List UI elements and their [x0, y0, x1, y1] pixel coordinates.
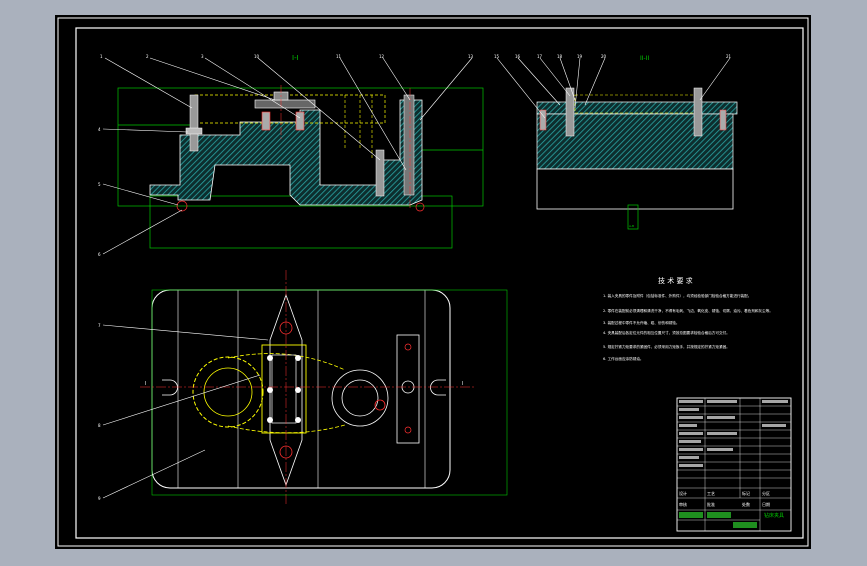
- title-block-fills: [679, 400, 788, 467]
- fixture-body-section: [149, 99, 423, 206]
- tb-label-7: 日期: [762, 501, 770, 507]
- tb-label-0: 设计: [679, 490, 687, 496]
- workpiece-big-end: [192, 356, 264, 428]
- front-leaders: [102, 57, 473, 255]
- side-pin-left: [539, 109, 547, 131]
- slot-right: [430, 379, 446, 396]
- callout-15: 15: [494, 54, 500, 59]
- side-tag: A-B: [629, 224, 634, 228]
- outer-frame: [57, 17, 809, 547]
- tech-item-6: 6. 工作台面应涂防锈油。: [603, 356, 644, 361]
- side-pin-right: [719, 109, 727, 131]
- block-bolt-2: [295, 355, 301, 361]
- technical-requirements: 技 术 要 求 1. 装入夹具的零件及附件（包括标准件、外购件），均须经检验部门…: [603, 276, 773, 361]
- locator-right: [415, 202, 425, 212]
- plan-view: I I 7 8 9: [98, 270, 508, 505]
- bolt-left-head: [185, 127, 203, 135]
- side-view-label: II-II: [640, 55, 649, 62]
- inner-frame: [75, 27, 804, 539]
- side-hidden-plate: [574, 94, 696, 114]
- block-bolt-1: [267, 355, 273, 361]
- tb-label-6: 分区: [762, 490, 770, 496]
- callout-2: 2: [146, 54, 149, 59]
- tb-label-2: 工艺: [707, 491, 715, 496]
- front-callout-numbers: 1 2 3 10 11 12 13 4 5 6: [98, 54, 474, 257]
- tb-label-3: 批准: [707, 501, 715, 507]
- tech-item-3: 3. 装配过程中零件不允许磕、碰、划伤和锈蚀。: [603, 320, 679, 325]
- tech-item-4: 4. 夹具装配后各定位元件的相互位置尺寸，须按总图要求检验合格后方可交付。: [603, 330, 730, 335]
- tech-item-5: 5. 规定拧紧力矩要求的紧固件，必须采用力矩扳手，并按规定的拧紧力矩紧固。: [603, 344, 730, 349]
- callout-10: 10: [254, 54, 260, 59]
- callout-7: 7: [98, 323, 101, 328]
- front-dimension-box: [117, 87, 484, 207]
- side-bolt-left: [565, 87, 575, 137]
- clamp-bar: [254, 99, 316, 109]
- title-block-frame: [676, 397, 792, 532]
- section-mark-left: I: [145, 381, 146, 387]
- callout-18: 18: [557, 54, 563, 59]
- section-mark-right: I: [462, 381, 463, 387]
- callout-1: 1: [100, 54, 103, 59]
- plan-leaders: [102, 324, 269, 499]
- callout-21: 21: [726, 54, 732, 59]
- side-callout-numbers: 15 16 17 18 19 20 21: [494, 54, 732, 59]
- front-view-label: I-I: [292, 54, 299, 62]
- callout-6: 6: [98, 252, 101, 257]
- bushing-right: [295, 111, 305, 131]
- callout-20: 20: [601, 54, 607, 59]
- callout-13: 13: [468, 54, 474, 59]
- callout-16: 16: [515, 54, 521, 59]
- side-section-view: II-II A-B 15 16 17 18 19 20 21: [494, 54, 738, 230]
- plan-dimension-box: [151, 289, 508, 496]
- callout-12: 12: [379, 54, 385, 59]
- bolt-left: [189, 94, 199, 152]
- central-block: [261, 344, 307, 434]
- callout-17: 17: [537, 54, 543, 59]
- title-block-rows: [677, 398, 791, 531]
- block-bolt-4: [295, 387, 301, 393]
- bolt-right: [375, 149, 385, 197]
- plan-callout-numbers: 7 8 9: [98, 323, 101, 501]
- tb-label-4: 标记: [742, 490, 750, 496]
- callout-3: 3: [201, 54, 204, 59]
- bushing-left: [261, 111, 271, 131]
- title-block-green: [679, 512, 757, 528]
- bolt-clamp: [403, 94, 415, 196]
- workpiece-small-end: [331, 369, 389, 427]
- slot-left: [162, 379, 178, 396]
- strip-hole-1: [404, 343, 412, 351]
- tech-title: 技 术 要 求: [658, 276, 693, 285]
- callout-19: 19: [577, 54, 583, 59]
- side-strip: [396, 334, 420, 444]
- workpiece-small-bore: [341, 379, 379, 417]
- tb-label-1: 审核: [679, 501, 687, 507]
- block-bolt-5: [267, 417, 273, 423]
- tb-label-5: 处数: [742, 501, 750, 507]
- title-block-labels: 设计 审核 工艺 批准 标记 处数 分区 日期: [679, 490, 770, 507]
- side-leaders: [496, 57, 731, 119]
- workpiece-big-bore: [203, 367, 253, 417]
- callout-11: 11: [336, 54, 342, 59]
- block-bolt-3: [267, 387, 273, 393]
- front-section-view: I-I: [98, 54, 484, 257]
- side-bolt-right: [693, 87, 703, 137]
- drawing-title: 钻床夹具: [764, 512, 784, 519]
- side-lower-block: [536, 168, 734, 210]
- block-bolt-6: [295, 417, 301, 423]
- clamp-hole-small: [374, 399, 386, 411]
- callout-5: 5: [98, 182, 101, 187]
- callout-4: 4: [98, 127, 101, 132]
- callout-9: 9: [98, 496, 101, 501]
- tech-item-1: 1. 装入夹具的零件及附件（包括标准件、外购件），均须经检验部门检验合格方能进行…: [603, 293, 751, 298]
- locator-left: [176, 200, 188, 212]
- side-foot-marker: [627, 204, 639, 230]
- title-block: 设计 审核 工艺 批准 标记 处数 分区 日期 钻床夹具: [676, 397, 792, 532]
- callout-8: 8: [98, 423, 101, 428]
- tech-item-2: 2. 零件在装配前必须清理和清洗干净，不得有毛刺、飞边、氧化皮、锈蚀、切屑、油污…: [603, 308, 773, 313]
- strip-hole-3: [404, 426, 412, 434]
